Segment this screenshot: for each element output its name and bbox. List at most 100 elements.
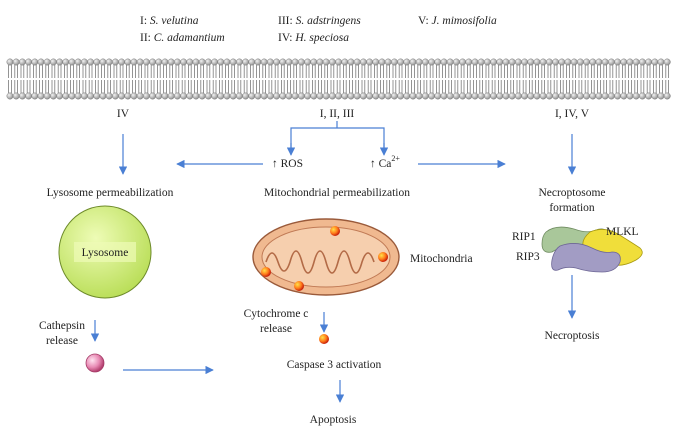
phospholipid-head: [459, 58, 466, 66]
phospholipid-head: [112, 92, 119, 100]
phospholipid-head: [161, 92, 169, 100]
phospholipid-head: [459, 92, 466, 100]
phospholipid-head: [180, 92, 188, 100]
phospholipid-head: [31, 92, 39, 100]
phospholipid-head: [105, 58, 113, 66]
phospholipid-head: [198, 58, 206, 66]
calcium-label: ↑ Ca2+: [370, 154, 400, 170]
phospholipid-head: [173, 58, 181, 66]
phospholipid-head: [657, 58, 665, 66]
phospholipid-head: [446, 92, 454, 100]
lysosome-permeabilization: Lysosome permeabilization: [47, 187, 174, 199]
phospholipid-head: [521, 92, 528, 100]
phospholipid-head: [142, 58, 150, 66]
phospholipid-head: [390, 58, 398, 66]
mitochondria-label: Mitochondria: [410, 253, 473, 265]
phospholipid-head: [37, 58, 45, 66]
phospholipid-head: [173, 92, 181, 100]
phospholipid-head: [577, 58, 584, 66]
phospholipid-head: [186, 58, 194, 66]
phospholipid-head: [390, 92, 398, 100]
cathepsin-molecule: [85, 353, 105, 373]
phospholipid-head: [465, 92, 473, 100]
necroptosome-label-line1: Necroptosome: [538, 187, 605, 199]
phospholipid-head: [12, 58, 20, 66]
phospholipid-head: [18, 92, 26, 100]
phospholipid-head: [434, 92, 442, 100]
phospholipid-head: [341, 58, 349, 66]
phospholipid-head: [186, 92, 194, 100]
phospholipid-head: [335, 58, 342, 66]
phospholipid-head: [62, 92, 70, 100]
apoptosis-label: Apoptosis: [310, 414, 357, 426]
phospholipid-head: [601, 92, 609, 100]
phospholipid-head: [446, 58, 454, 66]
phospholipid-head: [167, 58, 175, 66]
phospholipid-head: [651, 92, 659, 100]
phospholipid-head: [81, 58, 88, 66]
lysosome-label: Lysosome: [82, 247, 129, 259]
necroptosis-label: Necroptosis: [545, 330, 600, 342]
phospholipid-head: [608, 58, 615, 66]
phospholipid-head: [471, 92, 479, 100]
phospholipid-head: [74, 58, 82, 66]
phospholipid-head: [105, 92, 113, 100]
rip3-label: RIP3: [516, 251, 540, 263]
phospholipid-head: [217, 92, 225, 100]
phospholipid-head: [452, 58, 460, 66]
phospholipid-head: [564, 58, 572, 66]
phospholipid-head: [56, 92, 63, 100]
phospholipid-head: [136, 92, 144, 100]
phospholipid-head: [409, 92, 417, 100]
phospholipid-head: [161, 58, 169, 66]
phospholipid-head: [663, 58, 671, 66]
phospholipid-head: [632, 92, 640, 100]
input-label-middle: I, II, III: [320, 108, 355, 120]
necroptosome-label-line2: formation: [549, 202, 595, 214]
phospholipid-head: [558, 58, 566, 66]
phospholipid-head: [37, 92, 45, 100]
phospholipid-head: [43, 58, 51, 66]
phospholipid-head: [614, 92, 621, 100]
phospholipid-head: [6, 92, 14, 100]
phospholipid-head: [483, 92, 491, 100]
phospholipid-head: [347, 58, 355, 66]
phospholipid-head: [490, 92, 497, 100]
phospholipid-head: [546, 92, 553, 100]
phospholipid-head: [632, 58, 640, 66]
phospholipid-head: [242, 92, 250, 100]
phospholipid-head: [645, 92, 652, 100]
phospholipid-head: [93, 58, 101, 66]
phospholipid-head: [192, 92, 200, 100]
phospholipid-head: [43, 92, 51, 100]
input-label-right: I, IV, V: [555, 108, 590, 120]
phospholipid-head: [608, 92, 615, 100]
phospholipid-head: [440, 92, 448, 100]
phospholipid-head: [304, 92, 311, 100]
phospholipid-head: [223, 92, 231, 100]
cytochrome-label-line1: Cytochrome c: [244, 308, 309, 320]
phospholipid-head: [384, 92, 392, 100]
phospholipid-head: [155, 92, 163, 100]
phospholipid-head: [397, 92, 404, 100]
phospholipid-head: [279, 58, 287, 66]
mitochondrion-cristae: [265, 250, 375, 274]
mitochondrial-permeabilization: Mitochondrial permeabilization: [264, 187, 410, 199]
phospholipid-head: [167, 92, 175, 100]
phospholipid-head: [651, 58, 659, 66]
phospholipid-head: [353, 58, 361, 66]
phospholipid-head: [266, 92, 274, 100]
phospholipid-head: [254, 92, 262, 100]
phospholipid-head: [248, 58, 256, 66]
phospholipid-head: [415, 92, 423, 100]
phospholipid-head: [25, 92, 32, 100]
phospholipid-head: [663, 92, 671, 100]
cytochrome-c-dot: [294, 281, 304, 291]
phospholipid-head: [366, 92, 373, 100]
legend: I: S. velutina II: C. adamantium III: S.…: [140, 15, 497, 44]
phospholipid-head: [297, 58, 305, 66]
necroptosome-complex: [541, 226, 643, 273]
phospholipid-head: [496, 58, 504, 66]
